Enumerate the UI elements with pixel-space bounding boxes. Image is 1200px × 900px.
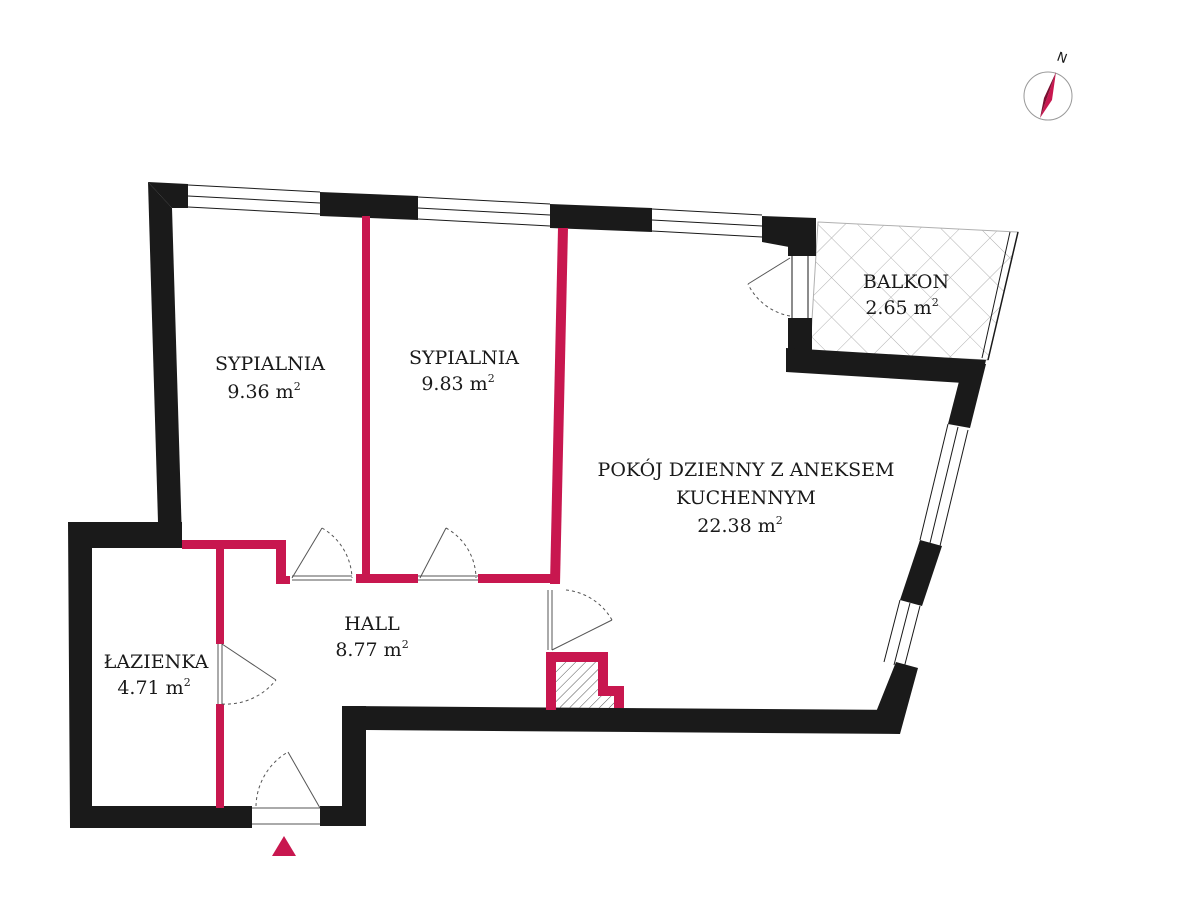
area-unit-superscript: 2 xyxy=(294,380,301,393)
outer-walls xyxy=(68,182,986,828)
room-name: HALL xyxy=(344,613,400,635)
room-sypialnia-1: SYPIALNIA 9.36 m2 xyxy=(215,353,325,403)
doors xyxy=(217,257,791,825)
windows xyxy=(187,184,1019,669)
area-unit-superscript: 2 xyxy=(776,514,783,527)
room-area: 4.71 m xyxy=(117,677,183,699)
svg-text:22.38 m2: 22.38 m2 xyxy=(697,514,782,537)
room-name: ŁAZIENKA xyxy=(104,651,209,673)
area-unit-superscript: 2 xyxy=(402,638,409,651)
room-pokoj-dzienny: POKÓJ DZIENNY Z ANEKSEM KUCHENNYM 22.38 … xyxy=(598,458,895,537)
room-balkon: BALKON 2.65 m2 xyxy=(863,271,949,319)
compass-icon: N xyxy=(1023,50,1073,121)
room-sypialnia-2: SYPIALNIA 9.83 m2 xyxy=(409,347,519,395)
room-area: 2.65 m xyxy=(865,297,931,319)
svg-text:2.65 m2: 2.65 m2 xyxy=(865,296,938,319)
installation-shaft xyxy=(556,662,598,708)
room-area: 22.38 m xyxy=(697,515,775,537)
room-name-line2: KUCHENNYM xyxy=(676,487,816,509)
room-name: SYPIALNIA xyxy=(215,353,325,375)
room-area: 9.36 m xyxy=(227,381,293,403)
room-name-line1: POKÓJ DZIENNY Z ANEKSEM xyxy=(598,458,895,481)
room-area: 8.77 m xyxy=(335,639,401,661)
room-lazienka: ŁAZIENKA 4.71 m2 xyxy=(104,651,209,699)
area-unit-superscript: 2 xyxy=(932,296,939,309)
area-unit-superscript: 2 xyxy=(184,676,191,689)
inner-walls xyxy=(182,216,624,808)
room-name: SYPIALNIA xyxy=(409,347,519,369)
compass-north-label: N xyxy=(1055,50,1069,67)
area-unit-superscript: 2 xyxy=(488,372,495,385)
svg-text:9.83 m2: 9.83 m2 xyxy=(421,372,494,395)
svg-text:9.36 m2: 9.36 m2 xyxy=(227,380,300,403)
room-name: BALKON xyxy=(863,271,949,293)
entrance-marker-icon xyxy=(272,836,296,856)
room-hall: HALL 8.77 m2 xyxy=(335,613,408,661)
svg-text:8.77 m2: 8.77 m2 xyxy=(335,638,408,661)
room-area: 9.83 m xyxy=(421,373,487,395)
svg-text:4.71 m2: 4.71 m2 xyxy=(117,676,190,699)
